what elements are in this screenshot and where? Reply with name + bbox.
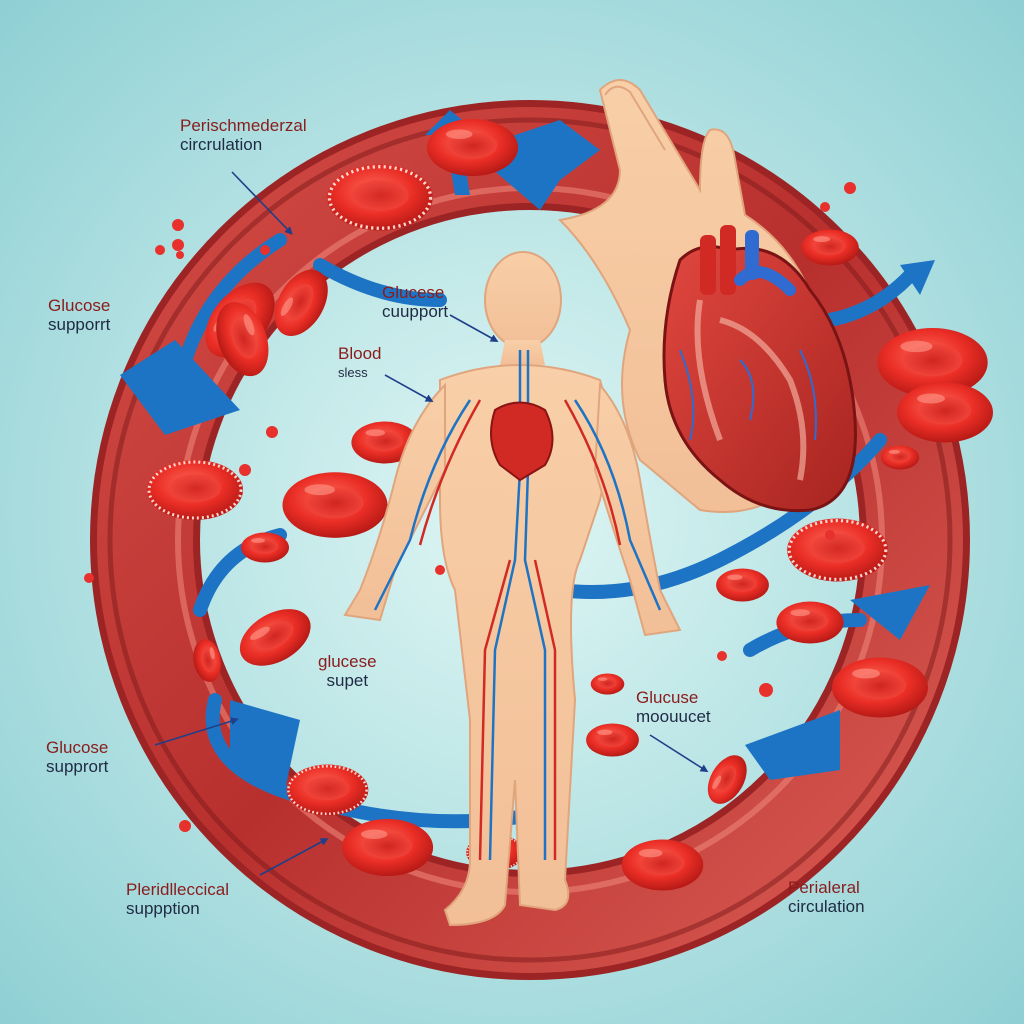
blood-cell-icon	[880, 445, 920, 470]
blood-cell-icon	[241, 532, 289, 563]
blood-cell-icon	[621, 839, 704, 891]
blood-cell-icon	[282, 472, 388, 538]
label-center-glucose: glucese supet	[318, 652, 377, 690]
blood-cell-icon	[590, 673, 625, 695]
blood-cell-icon	[776, 601, 844, 644]
arrow-icon	[745, 710, 840, 780]
pointer-lines	[154, 171, 709, 876]
label-blood: Blood sless	[338, 344, 382, 380]
blood-cell-icon	[341, 819, 434, 876]
label-bottom-right: Perialeral circulation	[788, 878, 865, 916]
blood-cell-icon	[325, 162, 435, 233]
blood-cell-icon	[801, 229, 859, 266]
arrow-icon	[120, 340, 240, 435]
particles	[84, 182, 856, 832]
label-left-lower: Glucose supprort	[46, 738, 109, 776]
label-bottom-left: Pleridlleccical suppption	[126, 880, 229, 918]
human-body-icon	[343, 251, 682, 927]
arrow-icon	[850, 585, 930, 640]
blood-cell-icon	[145, 458, 245, 522]
blood-cell-icon	[716, 568, 769, 602]
label-top-left: Perischmederzal circrulation	[180, 116, 307, 154]
blood-cell-icon	[586, 723, 639, 757]
label-right-glucose: Glucuse moouucet	[636, 688, 711, 726]
label-body-glucose: Glucese cuupport	[382, 283, 449, 321]
blood-cell-icon	[785, 516, 890, 584]
label-left-upper: Glucose supporrt	[48, 296, 111, 334]
blood-cell-icon	[832, 657, 928, 718]
blood-cell-icon	[897, 382, 993, 443]
heart-icon	[662, 225, 857, 513]
blood-cell-icon	[285, 763, 370, 817]
blood-cell-icon	[426, 119, 519, 176]
